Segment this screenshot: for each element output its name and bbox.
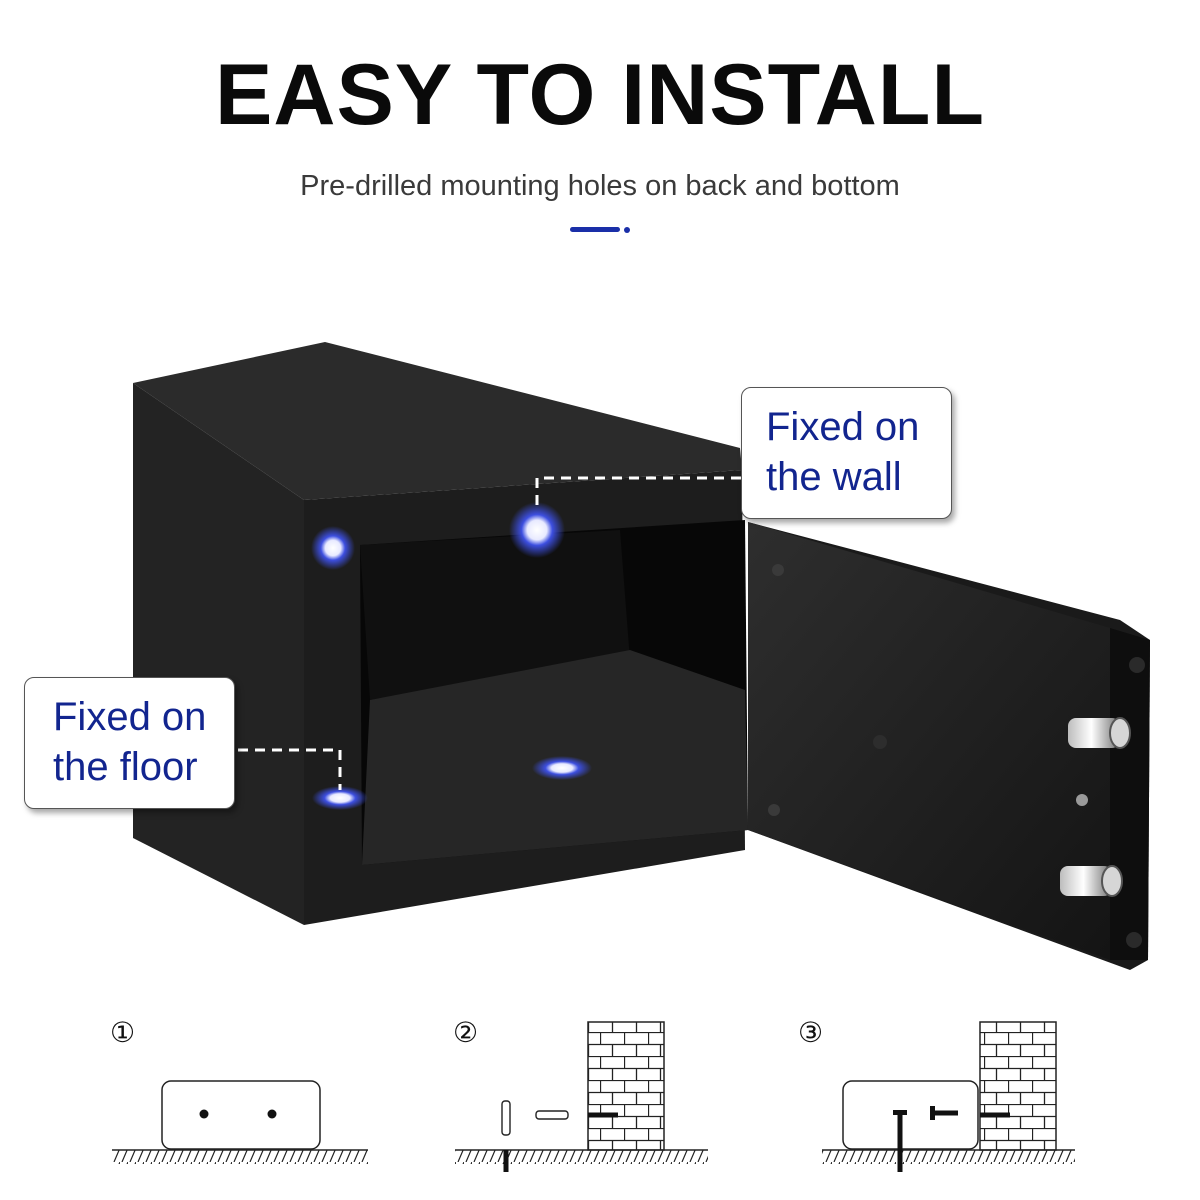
wall-hole-left [311, 526, 355, 570]
safe-body [133, 342, 748, 925]
safe-door [748, 522, 1150, 970]
step-3-diagram [822, 1021, 1075, 1172]
step-1-diagram [112, 1080, 368, 1164]
floor-callout-line2: the floor [53, 745, 198, 789]
wall-callout-line1: Fixed on [766, 405, 920, 449]
step-2-diagram [455, 1021, 708, 1172]
wall-callout-line2: the wall [766, 455, 902, 499]
floor-hole-left [312, 786, 368, 810]
door-bolt-bottom [1060, 865, 1123, 897]
floor-leader-line [238, 748, 342, 790]
page-subtitle: Pre-drilled mounting holes on back and b… [300, 170, 900, 202]
accent-dot [624, 227, 630, 233]
wall-callout: Fixed on the wall [741, 387, 952, 519]
floor-callout-line1: Fixed on [53, 695, 207, 739]
wall-leader-line [535, 476, 741, 505]
wall-hole-center [509, 502, 565, 558]
step-3-number: ③ [798, 1016, 824, 1049]
step-2-number: ② [453, 1016, 479, 1049]
page-title: EASY TO INSTALL [215, 47, 985, 143]
floor-hole-center [532, 756, 592, 780]
door-bolt-top [1068, 717, 1131, 749]
floor-callout: Fixed on the floor [24, 677, 235, 809]
accent-bar [570, 227, 620, 232]
step-1-number: ① [110, 1016, 136, 1049]
